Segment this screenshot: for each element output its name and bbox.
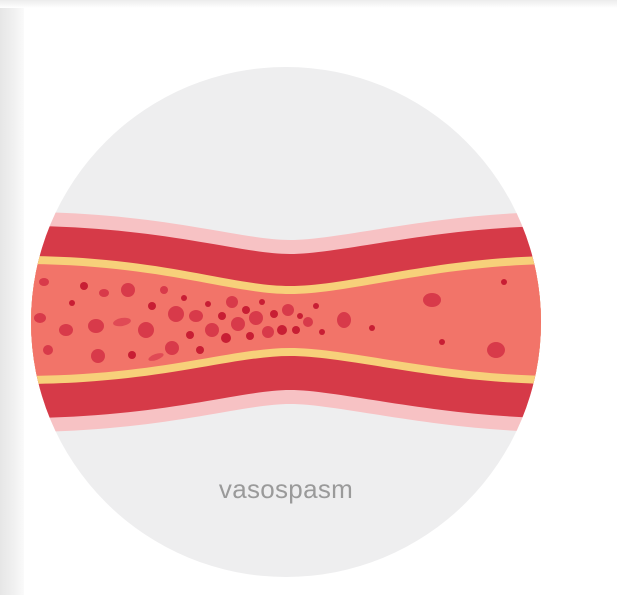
narrowed-blood-vessel-icon bbox=[20, 212, 560, 432]
vasospasm-caption: vasospasm bbox=[186, 474, 386, 505]
